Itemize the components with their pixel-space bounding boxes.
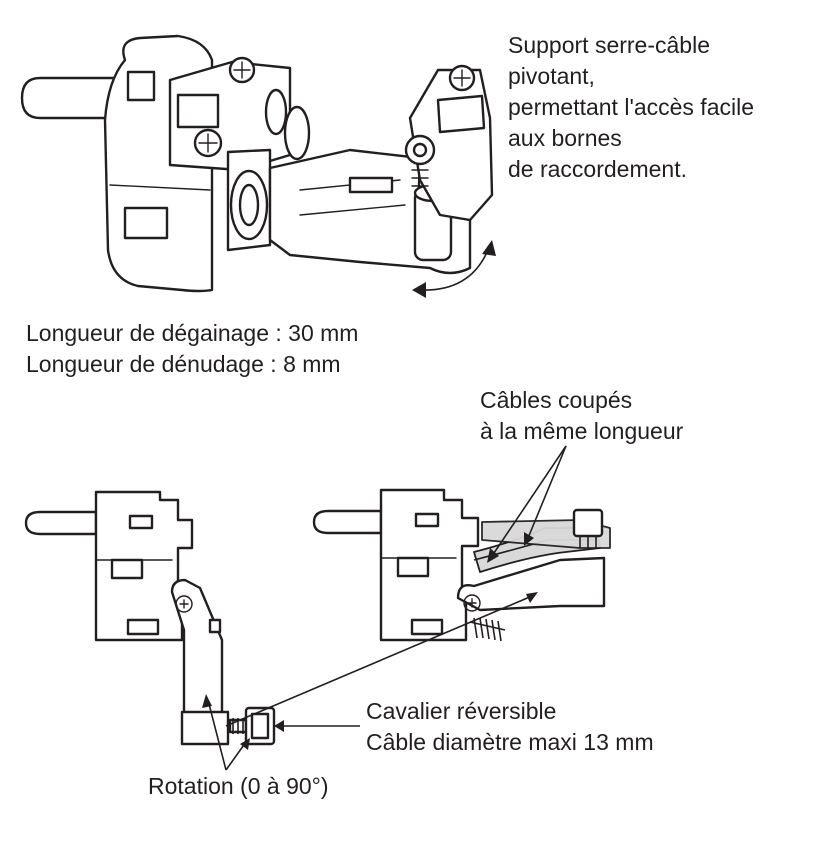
support-line-4: aux bornes [508,125,622,151]
lengths-callout: Longueur de dégainage : 30 mm Longueur d… [26,318,358,380]
support-line-1: Support serre-câble [508,32,710,58]
cables-line-2: à la même longueur [480,418,684,444]
support-line-5: de raccordement. [508,156,687,182]
plug-3d-view [20,34,496,298]
rotation-callout: Rotation (0 à 90°) [148,773,329,799]
support-line-2: pivotant, [508,63,595,89]
cables-line-1: Câbles coupés [480,387,633,413]
bare-length: Longueur de dénudage : 8 mm [26,351,341,377]
callout-lines [202,445,567,771]
cables-callout: Câbles coupés à la même longueur [480,385,683,447]
cavalier-line-1: Cavalier réversible [366,698,557,724]
cavalier-callout: Cavalier réversible Câble diamètre maxi … [366,696,654,758]
stripping-length: Longueur de dégainage : 30 mm [26,320,359,346]
cavalier-line-2: Câble diamètre maxi 13 mm [366,729,654,755]
plug-side-view-cabled [312,488,611,642]
support-line-3: permettant l'accès facile [508,94,755,120]
support-callout: Support serre-câble pivotant, permettant… [508,30,754,185]
rotation-arrow [419,249,489,291]
plug-side-view-rotated [24,490,276,746]
